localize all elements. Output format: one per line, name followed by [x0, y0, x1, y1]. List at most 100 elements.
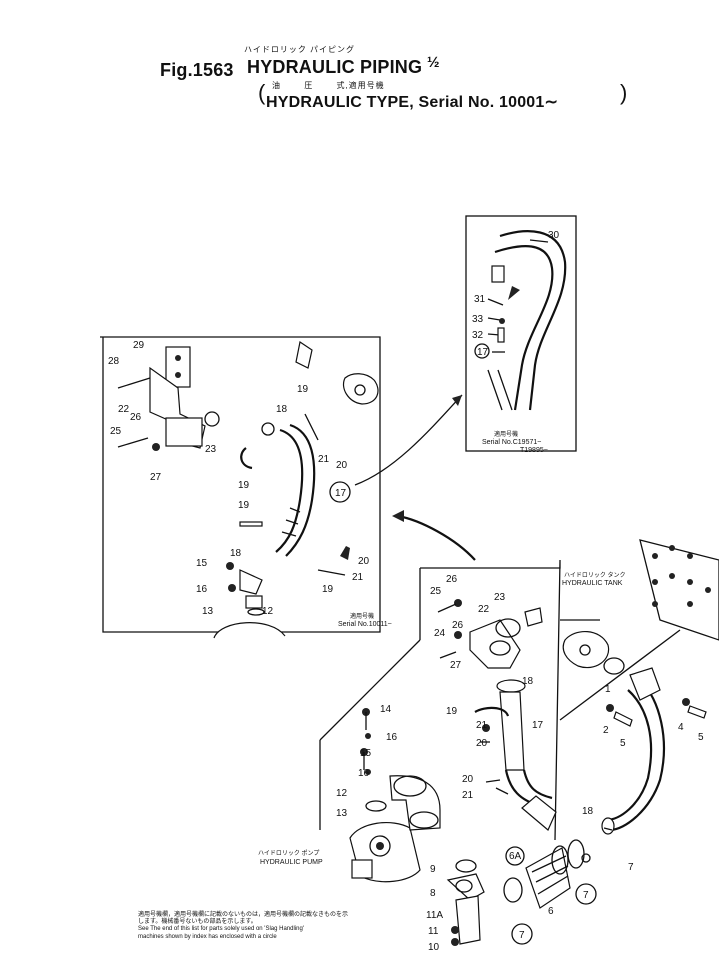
figure-number: Fig.1563: [160, 60, 234, 80]
main-callout: 8: [430, 888, 436, 899]
main-callout: 11A: [426, 910, 443, 921]
inset-left-callout: 19: [238, 480, 250, 491]
inset-left-callout: 26: [130, 412, 142, 423]
main-callout: 21: [462, 790, 474, 801]
subtitle-japanese: 油 圧 式,適用号機: [272, 81, 385, 90]
tank-jp: ハイドロリック タンク: [564, 573, 626, 579]
main-callout: 14: [380, 704, 392, 715]
inset-left-callout: 19: [238, 500, 250, 511]
footnote-en-2: machines shown by index has enclosed wit…: [138, 934, 277, 940]
main-callout: 16: [386, 732, 398, 743]
main-callout: 27: [450, 660, 462, 671]
inset-left-callout: 19: [297, 384, 309, 395]
inset-left-callout: 28: [108, 356, 120, 367]
main-callout: 4: [678, 722, 684, 733]
inset-top-jp: 適用号機: [494, 432, 519, 438]
suction-parts: [446, 827, 613, 946]
valve-block-left: [117, 341, 379, 451]
main-callout: 7: [583, 890, 589, 901]
callout-labels: 3031333217282922262523271819212017191915…: [108, 230, 704, 953]
subtitle-close-paren: ): [620, 80, 628, 105]
inset-top-leaders: [487, 239, 549, 353]
inset-left-callout: 20: [358, 556, 370, 567]
main-callout: 24: [434, 628, 446, 639]
main-callout: 18: [582, 806, 594, 817]
pump-label: HYDRAULIC PUMP: [260, 859, 323, 866]
inset-top-callout: 33: [472, 314, 484, 325]
main-callout: 15: [360, 748, 372, 759]
inset-left-callout: 29: [133, 340, 145, 351]
inset-left-serial: Serial No.10011~: [338, 621, 392, 628]
inset-top-callout: 17: [477, 347, 489, 358]
main-callout: 6A: [509, 851, 522, 862]
main-callout: 10: [428, 942, 440, 953]
main-callout: 20: [462, 774, 474, 785]
inset-top-serial: Serial No.C19571~: [482, 439, 542, 446]
inset-left-callout: 13: [202, 606, 214, 617]
inset-top-frame: [465, 215, 577, 452]
inset-left-callout: 19: [322, 584, 334, 595]
main-callout: 25: [430, 586, 442, 597]
inset-left-callout: 21: [352, 572, 364, 583]
main-callout: 23: [494, 592, 506, 603]
main-hose-assembly: [437, 599, 557, 831]
main-callout: 12: [336, 788, 348, 799]
subtitle: HYDRAULIC TYPE, Serial No. 10001∼: [266, 94, 559, 111]
main-callout: 20: [476, 738, 488, 749]
hose-30: [487, 230, 567, 411]
inset-top-callout: 32: [472, 330, 484, 341]
footnote-en-1: See The end of this list for parts solel…: [138, 926, 304, 932]
main-callout: 7: [519, 930, 525, 941]
inset-left-callout: 15: [196, 558, 208, 569]
inset-top-serial-2: T19895~: [520, 447, 548, 454]
main-callout: 21: [476, 720, 488, 731]
inset-left-callout: 16: [196, 584, 208, 595]
inset-left-callout: 20: [336, 460, 348, 471]
main-callout: 16: [358, 768, 370, 779]
page-fraction: ½: [427, 54, 440, 71]
main-callout: 26: [446, 574, 458, 585]
main-callout: 6: [548, 906, 554, 917]
main-callout: 26: [452, 620, 464, 631]
inset-left-callout: 18: [230, 548, 242, 559]
inset-left-callout: 23: [205, 444, 217, 455]
inset-top-callout: 30: [548, 230, 560, 241]
inset-left-callout: 25: [110, 426, 122, 437]
main-callout: 13: [336, 808, 348, 819]
pump-assembly: [349, 708, 441, 883]
inset-left-callout: 17: [335, 488, 347, 499]
main-callout: 19: [446, 706, 458, 717]
hose-17-left: [213, 413, 350, 639]
page-title: HYDRAULIC PIPING: [247, 57, 423, 77]
title-japanese: ハイドロリック パイピング: [244, 45, 356, 54]
footnote-jp: 適用号機欄，適用号機欄に記載のないものは，適用号機欄の記載なきものを示します。機…: [138, 912, 349, 925]
inset-left-jp: 適用号機: [350, 614, 375, 620]
tank-label: HYDRAULIC TANK: [562, 580, 623, 587]
tank-plate: [562, 539, 719, 669]
arrow-to-inset-left: [392, 510, 476, 561]
main-callout: 1: [605, 684, 611, 695]
main-callout: 9: [430, 864, 436, 875]
circled-callouts: [329, 343, 597, 945]
main-callout: 5: [698, 732, 704, 743]
main-callout: 22: [478, 604, 490, 615]
inset-left-callout: 21: [318, 454, 330, 465]
inset-left-callout: 27: [150, 472, 162, 483]
subtitle-open-paren: (: [258, 80, 266, 105]
inset-left-callout: 12: [262, 606, 274, 617]
main-callout: 11: [428, 926, 439, 937]
main-callout: 7: [628, 862, 634, 873]
arrow-to-inset-top: [354, 394, 463, 486]
inset-top-callout: 31: [474, 294, 486, 305]
pipe-1: [601, 657, 707, 835]
inset-left-frame: [100, 336, 381, 633]
main-callout: 2: [603, 725, 609, 736]
inset-left-callout: 22: [118, 404, 130, 415]
main-callout: 18: [522, 676, 534, 687]
main-callout: 17: [532, 720, 544, 731]
main-callout: 5: [620, 738, 626, 749]
inset-left-callout: 18: [276, 404, 288, 415]
pump-jp: ハイドロリック ポンプ: [258, 851, 320, 857]
main-frame: [319, 559, 681, 841]
